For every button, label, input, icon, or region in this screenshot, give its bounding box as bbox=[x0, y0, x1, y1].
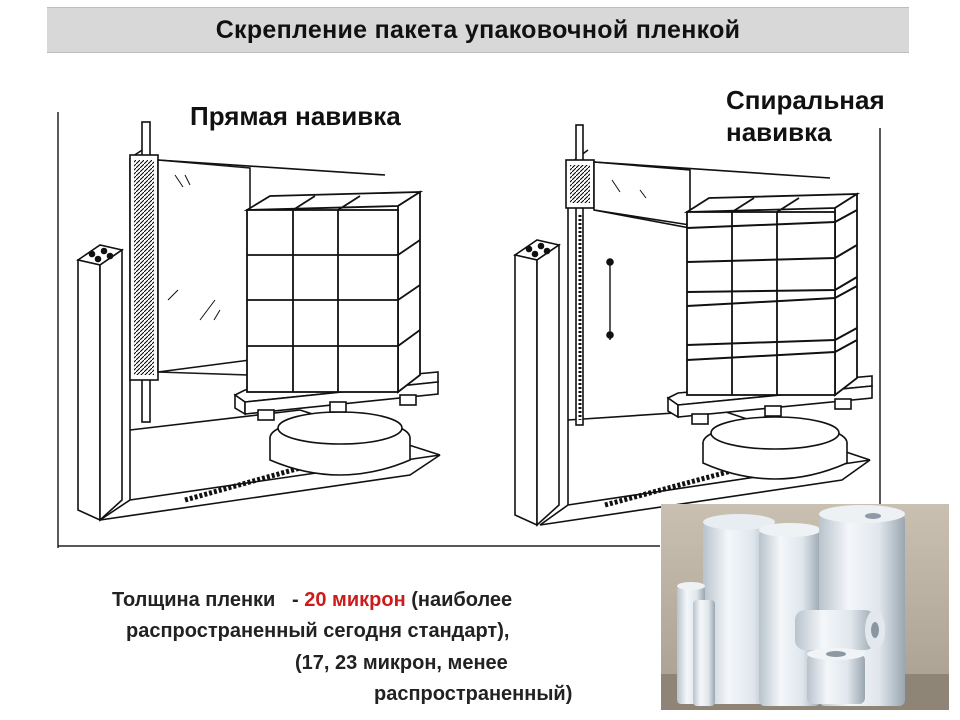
caption-line-3: (17, 23 микрон, менее bbox=[295, 652, 508, 674]
spiral-wrap-label-line2: навивка bbox=[726, 117, 832, 147]
stretch-film-rolls-image bbox=[661, 504, 949, 710]
spiral-wrap-label-line1: Спиральная bbox=[726, 85, 885, 115]
right-wrapping-machine bbox=[513, 124, 873, 527]
page-title: Скрепление пакета упаковочной пленкой bbox=[215, 15, 741, 44]
title-bar: Скрепление пакета упаковочной пленкой bbox=[47, 7, 909, 53]
stretch-film-photo bbox=[661, 504, 949, 710]
left-wrapping-machine bbox=[76, 121, 441, 522]
caption-thickness-value: 20 микрон bbox=[304, 589, 406, 611]
caption-line1-suffix: (наиболее bbox=[405, 589, 513, 611]
caption-thickness-label: Толщина пленки - bbox=[112, 589, 305, 611]
caption-line-1: Толщина пленки - 20 микрон (наиболее bbox=[112, 585, 512, 615]
diagram-frame bbox=[57, 112, 881, 548]
caption-line-4: распространенный) bbox=[374, 683, 573, 705]
right-cargo-stack bbox=[683, 192, 861, 397]
spiral-wrap-label: Спиральная навивка bbox=[726, 84, 885, 148]
straight-wrap-label: Прямая навивка bbox=[190, 101, 401, 131]
left-cargo-stack bbox=[243, 190, 424, 394]
caption-line-2: распространенный сегодня стандарт), bbox=[126, 620, 510, 642]
spiral-film-lines bbox=[686, 209, 858, 361]
